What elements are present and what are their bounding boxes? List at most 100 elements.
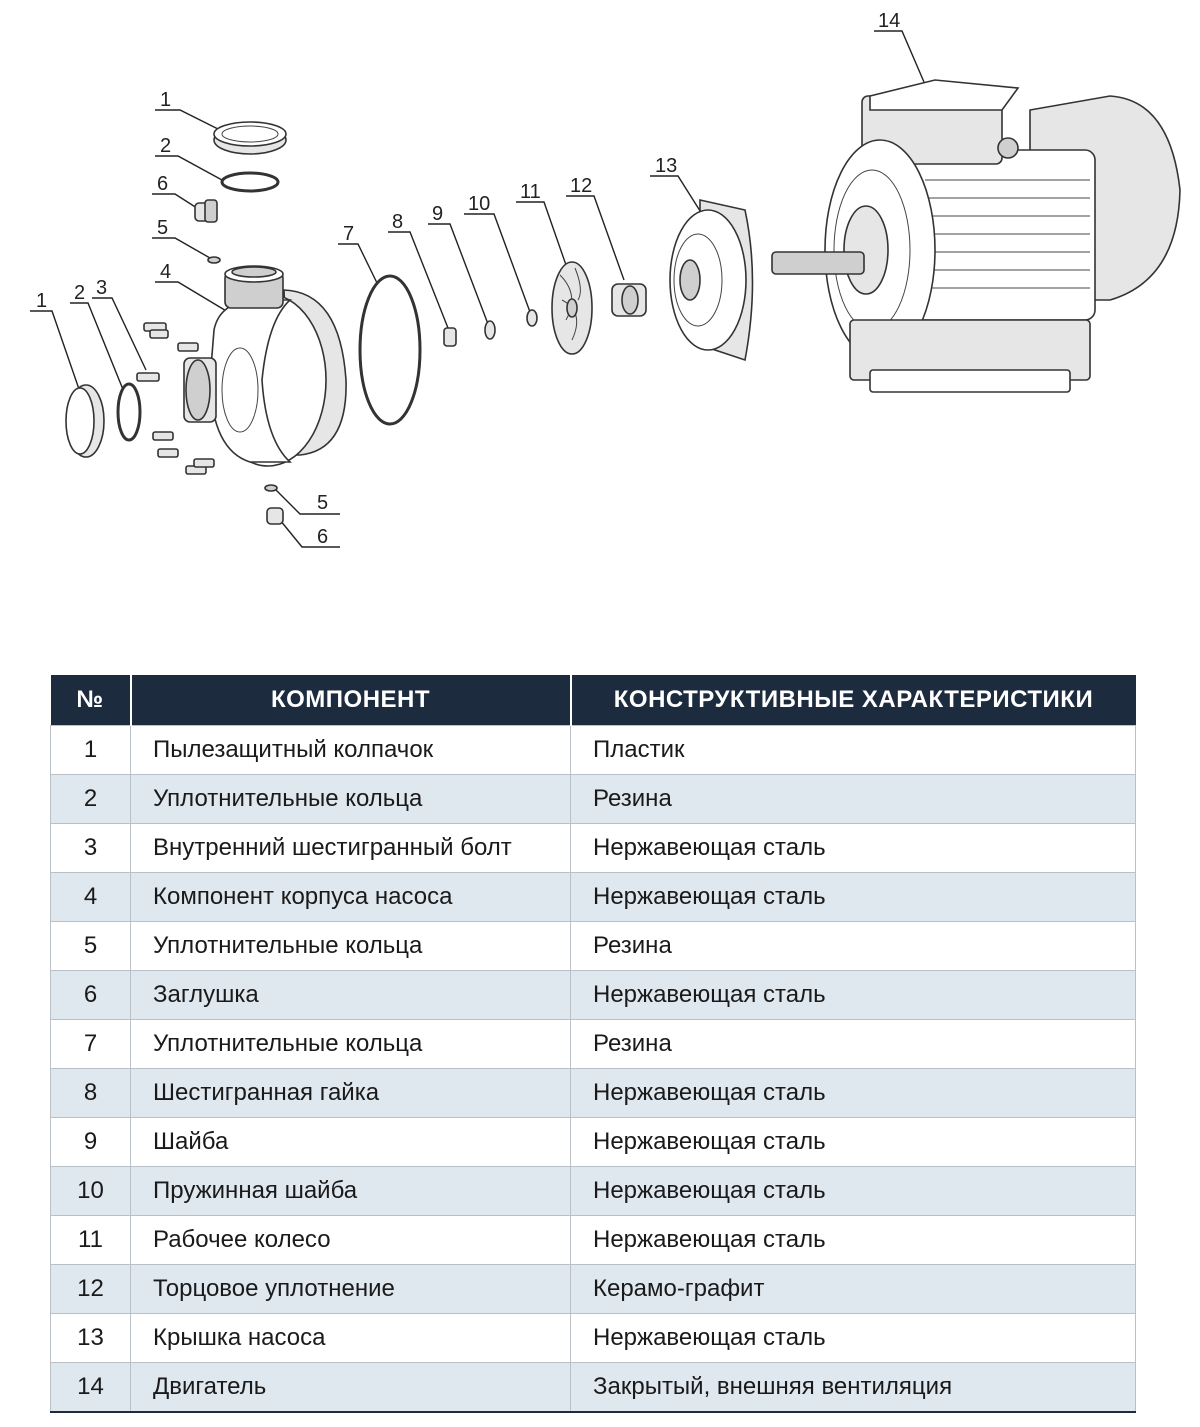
table-row: 11 Рабочее колесо Нержавеющая сталь	[50, 1215, 1136, 1265]
svg-text:9: 9	[432, 203, 443, 225]
callout-1-top: 1	[155, 89, 221, 131]
row-component: Рабочее колесо	[130, 1215, 571, 1265]
table-header-row: № КОМПОНЕНТ КОНСТРУКТИВНЫЕ ХАРАКТЕРИСТИК…	[50, 675, 1136, 726]
callout-4: 4	[155, 261, 229, 313]
table-row: 5 Уплотнительные кольца Резина	[50, 921, 1136, 971]
table-row: 3 Внутренний шестигранный болт Нержавеющ…	[50, 823, 1136, 873]
row-characteristics: Резина	[570, 921, 1136, 971]
callout-7: 7	[338, 223, 379, 286]
svg-text:2: 2	[74, 282, 85, 304]
svg-text:7: 7	[343, 223, 354, 245]
callout-1-left: 1	[30, 290, 81, 393]
hex-nut	[443, 327, 457, 347]
spring-washer	[526, 309, 538, 327]
row-component: Уплотнительные кольца	[130, 774, 571, 824]
svg-text:8: 8	[392, 211, 403, 233]
svg-text:4: 4	[160, 261, 171, 283]
row-component: Шестигранная гайка	[130, 1068, 571, 1118]
callout-6-bottom: 6	[279, 519, 340, 548]
row-component: Заглушка	[130, 970, 571, 1020]
row-no: 2	[50, 774, 131, 824]
callout-9: 9	[428, 203, 489, 325]
row-no: 9	[50, 1117, 131, 1167]
table-row: 10 Пружинная шайба Нержавеющая сталь	[50, 1166, 1136, 1216]
table-row: 9 Шайба Нержавеющая сталь	[50, 1117, 1136, 1167]
row-no: 11	[50, 1215, 131, 1265]
callout-10: 10	[464, 193, 531, 313]
row-no: 10	[50, 1166, 131, 1216]
row-no: 5	[50, 921, 131, 971]
o-ring-top	[220, 171, 280, 193]
svg-text:6: 6	[157, 173, 168, 195]
svg-text:5: 5	[157, 217, 168, 239]
table-row: 1 Пылезащитный колпачок Пластик	[50, 725, 1136, 775]
row-characteristics: Резина	[570, 1019, 1136, 1069]
header-component: КОМПОНЕНТ	[130, 675, 572, 726]
plug-bottom	[266, 507, 284, 525]
callout-12: 12	[566, 175, 625, 281]
svg-text:12: 12	[570, 175, 592, 197]
row-no: 1	[50, 725, 131, 775]
row-component: Крышка насоса	[130, 1313, 571, 1363]
o-ring-left	[116, 382, 142, 442]
callout-11: 11	[516, 181, 567, 266]
row-characteristics: Нержавеющая сталь	[570, 1166, 1136, 1216]
svg-text:5: 5	[317, 492, 328, 514]
hex-bolts	[136, 322, 215, 475]
washer	[484, 320, 496, 340]
small-ring-top	[207, 256, 221, 264]
svg-text:14: 14	[878, 10, 900, 32]
table-row: 14 Двигатель Закрытый, внешняя вентиляци…	[50, 1362, 1136, 1413]
callout-2-left: 2	[70, 282, 125, 393]
table-row: 12 Торцовое уплотнение Керамо-графит	[50, 1264, 1136, 1314]
row-no: 8	[50, 1068, 131, 1118]
table-row: 7 Уплотнительные кольца Резина	[50, 1019, 1136, 1069]
row-characteristics: Нержавеющая сталь	[570, 1215, 1136, 1265]
row-no: 13	[50, 1313, 131, 1363]
svg-text:2: 2	[160, 135, 171, 157]
svg-text:11: 11	[520, 181, 541, 203]
callout-5-bottom: 5	[275, 489, 340, 515]
row-characteristics: Закрытый, внешняя вентиляция	[570, 1362, 1136, 1413]
row-no: 4	[50, 872, 131, 922]
row-component: Уплотнительные кольца	[130, 921, 571, 971]
callout-2-top: 2	[155, 135, 223, 181]
row-characteristics: Керамо-графит	[570, 1264, 1136, 1314]
row-characteristics: Резина	[570, 774, 1136, 824]
motor	[771, 79, 1181, 393]
parts-table: № КОМПОНЕНТ КОНСТРУКТИВНЫЕ ХАРАКТЕРИСТИК…	[50, 675, 1136, 1413]
row-characteristics: Пластик	[570, 725, 1136, 775]
svg-text:1: 1	[160, 89, 171, 111]
svg-text:10: 10	[468, 193, 490, 215]
callout-13: 13	[650, 155, 703, 215]
exploded-pump-diagram: 1 2 6 5 4 1 2 3 5 6 7 8	[30, 10, 1181, 548]
row-no: 3	[50, 823, 131, 873]
table-row: 6 Заглушка Нержавеющая сталь	[50, 970, 1136, 1020]
header-no: №	[50, 675, 132, 726]
row-characteristics: Нержавеющая сталь	[570, 970, 1136, 1020]
small-ring-bottom	[264, 484, 278, 492]
callout-14: 14	[874, 10, 925, 83]
row-component: Торцовое уплотнение	[130, 1264, 571, 1314]
row-component: Уплотнительные кольца	[130, 1019, 571, 1069]
row-characteristics: Нержавеющая сталь	[570, 1117, 1136, 1167]
row-no: 14	[50, 1362, 131, 1413]
table-row: 2 Уплотнительные кольца Резина	[50, 774, 1136, 824]
row-no: 7	[50, 1019, 131, 1069]
plug-top	[194, 199, 218, 223]
callout-5-top: 5	[152, 217, 211, 259]
dust-cap-top	[213, 121, 287, 155]
row-no: 6	[50, 970, 131, 1020]
table-row: 4 Компонент корпуса насоса Нержавеющая с…	[50, 872, 1136, 922]
dust-cap-left	[65, 384, 105, 458]
callout-3: 3	[92, 277, 147, 371]
row-component: Двигатель	[130, 1362, 571, 1413]
svg-text:1: 1	[36, 290, 47, 312]
row-component: Шайба	[130, 1117, 571, 1167]
row-component: Компонент корпуса насоса	[130, 872, 571, 922]
mechanical-seal	[611, 283, 647, 317]
row-characteristics: Нержавеющая сталь	[570, 872, 1136, 922]
svg-text:3: 3	[96, 277, 107, 299]
callout-6-top: 6	[152, 173, 201, 211]
row-characteristics: Нержавеющая сталь	[570, 1068, 1136, 1118]
